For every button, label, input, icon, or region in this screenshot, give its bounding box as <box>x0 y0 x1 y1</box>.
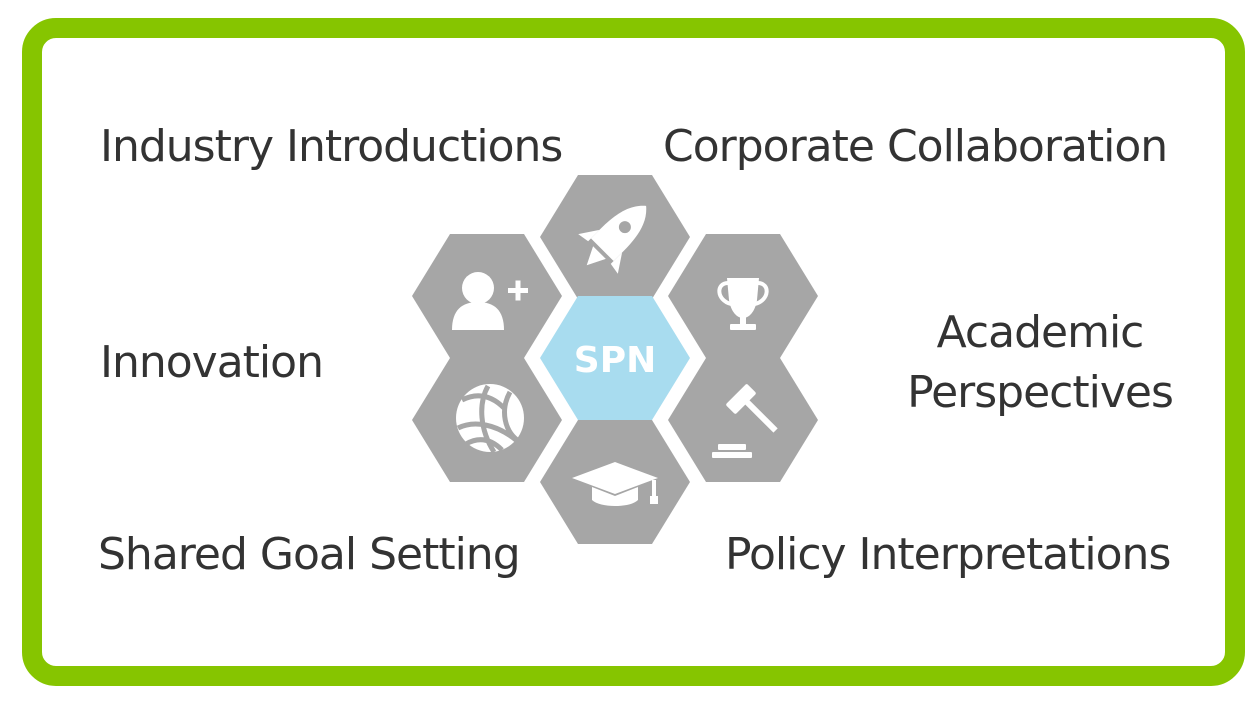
hex-gavel <box>668 358 818 482</box>
label-perspectives: Perspectives <box>907 367 1174 418</box>
hex-add-user <box>412 234 562 358</box>
hex-graduation <box>540 420 690 544</box>
trophy-icon <box>717 278 769 330</box>
graduation-cap-icon <box>572 462 658 506</box>
hex-globe <box>412 358 562 482</box>
hex-trophy <box>668 234 818 358</box>
hex-rocket <box>540 175 690 299</box>
gavel-icon <box>712 384 778 458</box>
label-industry-introductions: Industry Introductions <box>100 121 563 172</box>
label-corporate-collaboration: Corporate Collaboration <box>663 121 1168 172</box>
add-user-icon <box>452 272 528 330</box>
label-academic: Academic <box>936 307 1145 358</box>
label-policy-interpretations: Policy Interpretations <box>725 529 1171 580</box>
label-shared-goal-setting: Shared Goal Setting <box>98 529 521 580</box>
label-innovation: Innovation <box>100 337 324 388</box>
hex-center: SPN <box>540 296 690 420</box>
center-label: SPN <box>574 340 656 381</box>
globe-icon <box>456 384 524 454</box>
